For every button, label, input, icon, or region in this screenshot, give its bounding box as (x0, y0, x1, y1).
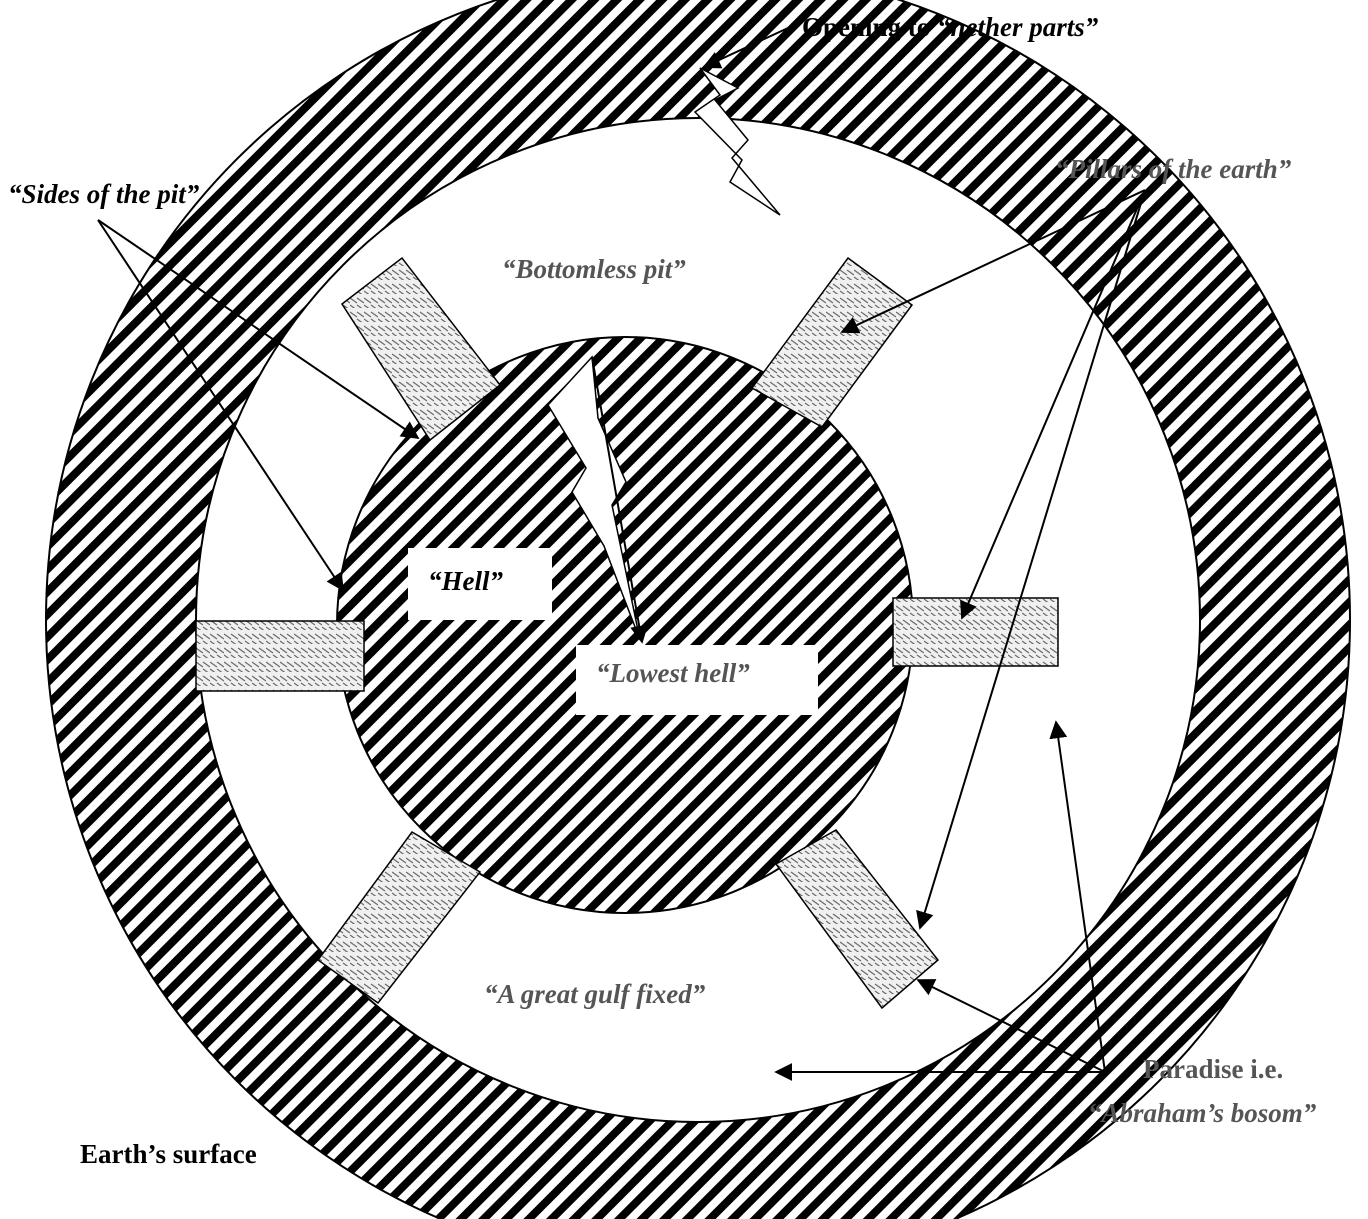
great-gulf-label: “A great gulf fixed” (484, 979, 706, 1009)
hell-label-box (408, 548, 552, 620)
opening-label: Opening to “nether parts” (802, 12, 1099, 42)
paradise-label-line2: “Abraham’s bosom” (1088, 1098, 1317, 1128)
arrow-pillars-2 (960, 189, 1146, 620)
lowest-hell-label-box (576, 645, 818, 715)
sides-of-pit-label: “Sides of the pit” (8, 179, 200, 209)
pillar-upper-right (750, 256, 914, 428)
bottomless-pit-label: “Bottomless pit” (502, 254, 686, 284)
pillar-right (892, 597, 1059, 667)
earth-surface-label: Earth’s surface (80, 1139, 257, 1169)
arrows (97, 27, 1146, 1081)
opening-label-italic: “nether parts” (937, 12, 1099, 42)
crust-crack (693, 67, 781, 216)
arrow-sides-2 (97, 219, 344, 592)
pillars-label: “Pillars of the earth” (1055, 154, 1292, 184)
lowest-hell-label: “Lowest hell” (596, 658, 750, 688)
arrow-sides-1 (97, 219, 420, 440)
paradise-label-line1: Paradise i.e. (1143, 1054, 1283, 1084)
arrow-opening (702, 27, 789, 69)
pillar-upper-left (340, 256, 502, 442)
arrow-lowest-hell (591, 356, 649, 644)
pillar-lower-left (316, 831, 482, 1005)
opening-label-prefix: Opening to (802, 12, 937, 42)
core-crack (547, 355, 641, 641)
arrow-paradise-2 (916, 979, 1106, 1073)
arrow-pillars-3 (916, 189, 1146, 930)
pillar-left (195, 620, 365, 692)
arrow-pillars-1 (840, 189, 1146, 334)
pillar-lower-right (774, 829, 940, 1010)
hell-label[interactable]: “Hell” (428, 566, 503, 596)
arrow-paradise-1 (1049, 720, 1106, 1073)
